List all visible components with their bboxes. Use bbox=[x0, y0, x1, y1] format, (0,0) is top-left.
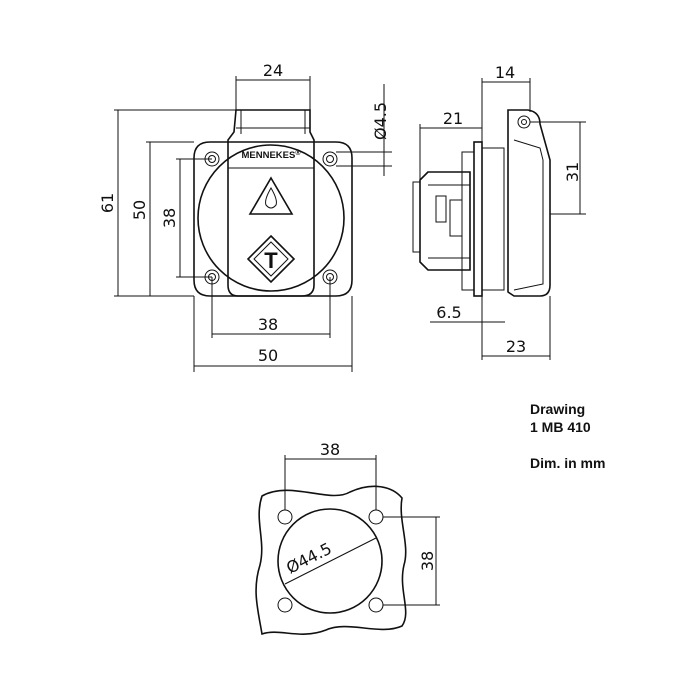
front-flange-outline bbox=[193, 141, 353, 297]
cutout-dim-right-label: 38 bbox=[418, 551, 437, 571]
dim-50h-label: 50 bbox=[258, 346, 278, 365]
cutout-diameter-line bbox=[284, 537, 377, 585]
front-lid bbox=[227, 109, 315, 297]
front-socket-body bbox=[197, 144, 345, 292]
front-view: MENNEKES® T 24 Ø4.5 61 50 38 bbox=[98, 61, 392, 372]
dim-hole-label: Ø4.5 bbox=[371, 102, 390, 140]
side-hinge-pin-inner bbox=[521, 119, 527, 125]
cutout-hole-bl bbox=[277, 597, 293, 613]
dim-14-label: 14 bbox=[495, 63, 515, 82]
diamond-inner-icon bbox=[253, 241, 289, 277]
lid-symbol-t: T bbox=[264, 248, 278, 273]
drawing-label: Drawing bbox=[530, 401, 586, 417]
side-hinge-pin bbox=[517, 115, 531, 129]
dim-24-label: 24 bbox=[263, 61, 283, 80]
side-view: 14 21 31 6.5 23 bbox=[412, 63, 586, 360]
dim-31-label: 31 bbox=[563, 162, 582, 182]
water-drop-icon bbox=[265, 187, 277, 209]
dim-38h-label: 38 bbox=[258, 315, 278, 334]
warning-triangle-icon bbox=[248, 176, 294, 215]
cutout-hole-tr bbox=[368, 509, 384, 525]
dim-50v-label: 50 bbox=[130, 200, 149, 220]
dim-21-label: 21 bbox=[443, 109, 463, 128]
side-lid-inner bbox=[513, 139, 544, 291]
drawing-notes: Drawing 1 MB 410 Dim. in mm bbox=[530, 400, 605, 472]
side-flange bbox=[473, 141, 483, 297]
cutout-circle bbox=[277, 508, 383, 614]
cutout-hole-br bbox=[368, 597, 384, 613]
cutout-view: Ø44.5 38 38 bbox=[255, 440, 440, 636]
brand-label: MENNEKES® bbox=[241, 149, 301, 161]
side-lid bbox=[507, 109, 551, 297]
front-hole-tr bbox=[322, 151, 338, 167]
dim-38v-label: 38 bbox=[160, 208, 179, 228]
side-front-body bbox=[481, 147, 505, 291]
front-hole-tr-inner bbox=[326, 155, 334, 163]
side-contact-b bbox=[449, 199, 463, 237]
dim-61-label: 61 bbox=[98, 193, 117, 213]
side-rear-block bbox=[412, 181, 421, 253]
units-note: Dim. in mm bbox=[530, 455, 606, 471]
drawing-number: 1 MB 410 bbox=[530, 419, 591, 435]
diamond-icon bbox=[246, 234, 296, 284]
side-contact-a bbox=[435, 195, 447, 223]
dim-65-label: 6.5 bbox=[436, 303, 461, 322]
cutout-panel-outline bbox=[255, 485, 407, 636]
dim-23-label: 23 bbox=[506, 337, 526, 356]
cutout-hole-tl bbox=[277, 509, 293, 525]
cutout-dim-top-label: 38 bbox=[320, 440, 340, 459]
